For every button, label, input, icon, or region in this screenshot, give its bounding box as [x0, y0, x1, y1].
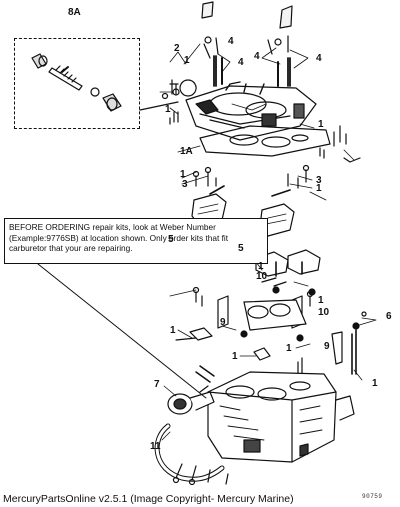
- carb-main-body: [195, 365, 355, 463]
- callout-1: 1: [165, 104, 171, 115]
- callout-8a: 8A: [68, 7, 81, 18]
- drawing-number: 90759: [362, 493, 383, 500]
- callout-2: 2: [174, 43, 180, 54]
- callout-5: 5: [168, 234, 174, 245]
- callout-1: 1: [180, 169, 186, 180]
- air-horn-gasket: [199, 125, 331, 157]
- callout-1: 1: [258, 261, 264, 272]
- callout-9: 9: [324, 341, 330, 352]
- callout-1: 1: [316, 183, 322, 194]
- note-leader-line: [37, 263, 207, 399]
- callout-1: 1: [232, 351, 238, 362]
- callout-7: 7: [154, 379, 160, 390]
- top-gasket-flags: [201, 1, 293, 29]
- inset-box-8a: [14, 38, 140, 129]
- note-body: repair kits, look at Weber Number (Examp…: [9, 222, 229, 254]
- pump-parts: [175, 327, 357, 377]
- callout-5: 5: [238, 243, 244, 254]
- callout-4: 4: [254, 51, 260, 62]
- copyright-footer: MercuryPartsOnline v2.5.1 (Image Copyrig…: [3, 493, 294, 505]
- carb-air-horn-top: [179, 79, 317, 141]
- callout-3: 3: [182, 179, 188, 190]
- callout-1: 1: [170, 325, 176, 336]
- choke-diaphragm: [167, 385, 215, 415]
- callout-10: 10: [318, 307, 330, 318]
- venturi-cluster: [192, 286, 367, 342]
- bottom-screws: [172, 463, 229, 486]
- callout-3: 3: [316, 175, 322, 186]
- ordering-note: BEFORE ORDERING repair kits, look at Web…: [4, 218, 268, 264]
- callout-9: 9: [220, 317, 226, 328]
- callout-1a: 1A: [180, 146, 193, 157]
- callout-1: 1: [318, 119, 324, 130]
- note-lead: BEFORE ORDERING: [9, 222, 91, 232]
- callout-6: 6: [386, 311, 392, 322]
- inset-needle-seat-parts: [31, 53, 122, 112]
- callout-1: 1: [372, 378, 378, 389]
- callout-4: 4: [228, 36, 234, 47]
- callout-1: 1: [184, 55, 190, 66]
- callout-11: 11: [150, 441, 161, 452]
- inset-leader-line: [139, 101, 179, 111]
- vacuum-hose-inner: [155, 424, 224, 481]
- callout-4: 4: [238, 57, 244, 68]
- floats-needles: [255, 249, 321, 296]
- callout-1: 1: [318, 295, 324, 306]
- callout-4: 4: [316, 53, 322, 64]
- callout-leader-lines: [159, 43, 377, 441]
- callout-1: 1: [286, 343, 292, 354]
- callout-10: 10: [256, 271, 268, 282]
